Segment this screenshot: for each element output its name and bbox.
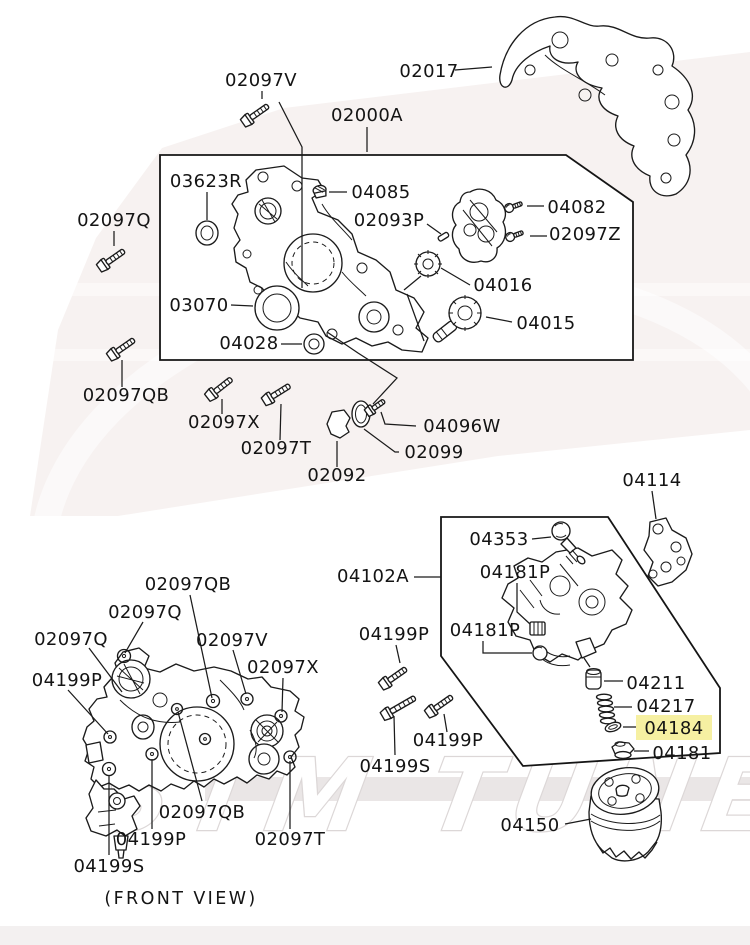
part-label-03623r: 03623R — [170, 171, 242, 192]
part-label-02097qb-mid: 02097QB — [145, 574, 232, 595]
ball-04181p-drawing — [532, 645, 548, 661]
part-label-04181p-1: 04181P — [480, 562, 551, 583]
front-case-drawing — [231, 165, 429, 353]
part-label-04150: 04150 — [500, 815, 559, 836]
oil-pressure-switch-drawing-04353 — [551, 521, 586, 565]
part-label-02097qb-top: 02097QB — [83, 385, 170, 406]
oring-drawing-04184 — [604, 721, 622, 733]
part-label-04015: 04015 — [516, 313, 575, 334]
labels-layer: 02097V 02017 02000A 03623R 04085 02093P 04082 0… — [32, 61, 712, 909]
part-label-04181: 04181 — [652, 743, 711, 764]
part-label-02097x-top: 02097X — [188, 412, 260, 433]
part-label-02097v-top: 02097V — [225, 70, 297, 91]
crank-seal-drawing-03070 — [254, 285, 300, 331]
timing-gasket-drawing — [499, 15, 696, 197]
part-label-04082: 04082 — [547, 197, 606, 218]
front-view-case-drawing — [82, 647, 305, 859]
dowel-pin-02093p-drawing — [437, 231, 450, 242]
watermark-bottom-band — [0, 926, 750, 945]
part-label-04217: 04217 — [636, 696, 695, 717]
part-label-02097t-top: 02097T — [241, 438, 312, 459]
front-view-bolt-heads — [101, 648, 297, 777]
part-label-04096w: 04096W — [423, 416, 500, 437]
part-label-04199s-bot: 04199S — [73, 856, 144, 877]
part-label-04199s-mid: 04199S — [359, 756, 430, 777]
oil-filter-drawing-04150 — [588, 766, 663, 862]
part-label-04184: 04184 — [644, 718, 703, 739]
part-label-04085: 04085 — [351, 182, 410, 203]
gear-drawing-04016 — [414, 250, 442, 278]
gasket-drawing-02092 — [326, 409, 351, 439]
front-view-caption: (FRONT VIEW) — [104, 889, 257, 909]
part-label-04199p-low: 04199P — [413, 730, 484, 751]
part-label-02097q-fv1: 02097Q — [108, 602, 182, 623]
part-label-02097t-bot: 02097T — [255, 829, 326, 850]
part-label-02093p: 02093P — [354, 210, 425, 231]
part-label-02097v-fv: 02097V — [196, 630, 268, 651]
relief-spring-drawing-04217 — [595, 693, 617, 725]
cam-seal-drawing-03623r — [195, 220, 219, 246]
part-label-04114: 04114 — [622, 470, 681, 491]
part-label-04181p-2: 04181P — [450, 620, 521, 641]
part-label-04028: 04028 — [219, 333, 278, 354]
part-label-04199p-mid: 04199P — [359, 624, 430, 645]
part-label-02097qb-bot: 02097QB — [159, 802, 246, 823]
bolt-04199p-mid-drawing — [376, 663, 411, 692]
part-label-02000a: 02000A — [331, 105, 403, 126]
part-label-04016: 04016 — [473, 275, 532, 296]
part-label-04184-highlight — [636, 715, 712, 740]
part-label-02097q-top: 02097Q — [77, 210, 151, 231]
bolt-04199p-low-drawing — [422, 691, 457, 720]
relief-plug-drawing-04181 — [611, 741, 635, 760]
part-label-04199p-bot: 04199P — [116, 829, 187, 850]
leader-lines — [67, 66, 657, 855]
shaft-drawing-04015 — [432, 295, 482, 343]
seal-drawing-04028 — [303, 333, 325, 355]
bolt-04199s-drawing — [378, 691, 419, 723]
part-label-02099: 02099 — [404, 442, 463, 463]
oil-pump-cover-drawing — [451, 188, 507, 263]
part-label-02097x-fv: 02097X — [247, 657, 319, 678]
part-label-02092: 02092 — [307, 465, 366, 486]
part-label-04211: 04211 — [626, 673, 685, 694]
filter-bracket-drawing-04114 — [643, 517, 693, 587]
part-label-04353: 04353 — [469, 529, 528, 550]
part-label-02097z: 02097Z — [549, 224, 621, 245]
plug-04085-drawing — [312, 184, 327, 199]
relief-plunger-drawing-04211 — [585, 668, 602, 690]
part-label-02097q-fv2: 02097Q — [34, 629, 108, 650]
part-label-02017: 02017 — [399, 61, 458, 82]
part-label-04199p-fv: 04199P — [32, 670, 103, 691]
part-label-03070: 03070 — [169, 295, 228, 316]
plug-04181p-drawing — [529, 621, 546, 636]
part-label-04102a: 04102A — [337, 566, 409, 587]
